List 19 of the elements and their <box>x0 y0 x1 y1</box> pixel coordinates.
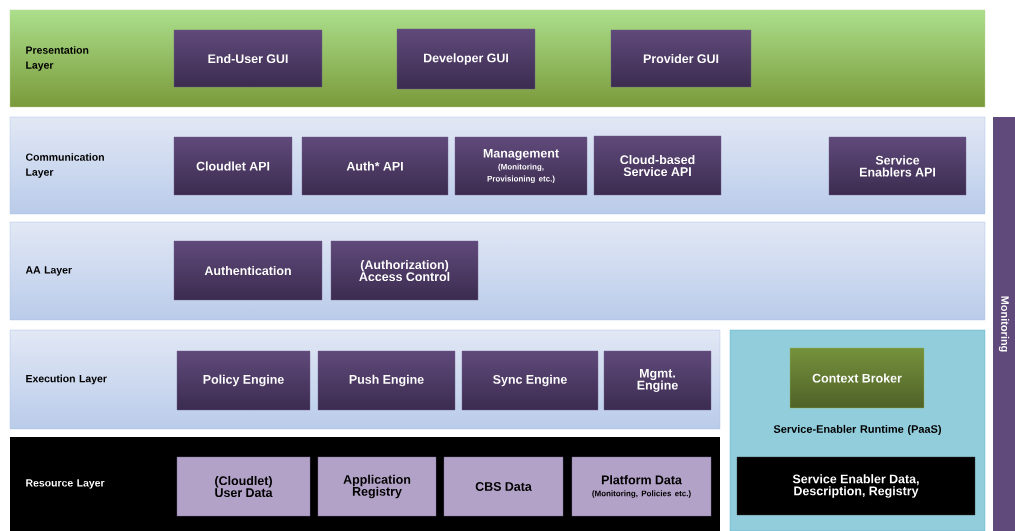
data-box: (Cloudlet) User Data <box>176 456 311 517</box>
monitoring-bar: Monitoring <box>993 117 1015 531</box>
component-box: Cloud-based Service API <box>593 135 722 196</box>
component-box: Service Enablers API <box>828 136 967 196</box>
component-box: Cloudlet API <box>173 136 293 196</box>
data-box: CBS Data <box>443 456 564 517</box>
component-box: Push Engine <box>317 350 456 411</box>
data-box: Service Enabler Data, Description, Registry <box>736 456 976 516</box>
data-box: Application Registry <box>317 456 437 517</box>
component-box: Auth* API <box>301 136 449 196</box>
component-box: Policy Engine <box>176 350 311 411</box>
component-box: (Authorization) Access Control <box>330 240 479 301</box>
component-box: Context Broker <box>789 347 925 409</box>
component-box: Sync Engine <box>461 350 599 411</box>
component-box: Provider GUI <box>610 29 752 88</box>
component-box: End-User GUI <box>173 29 323 88</box>
component-box: Mgmt. Engine <box>603 350 712 411</box>
component-box: Developer GUI <box>396 28 536 90</box>
component-box: Authentication <box>173 240 323 301</box>
